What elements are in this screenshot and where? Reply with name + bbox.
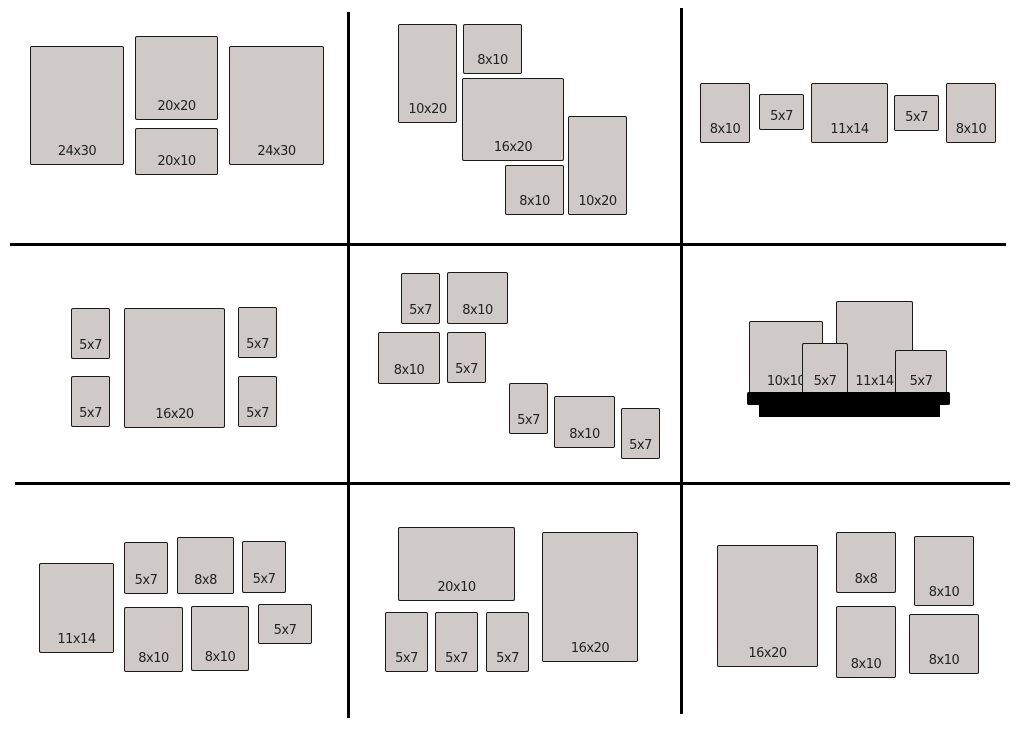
- frame-10x20: 10x20: [398, 24, 457, 123]
- frame-size-label: 8x10: [709, 122, 741, 137]
- frame-16x20: 16x20: [462, 78, 564, 161]
- frame-8x10: 8x10: [505, 165, 564, 215]
- frame-8x10: 8x10: [463, 24, 522, 74]
- divider-vertical-left: [347, 12, 350, 718]
- frame-5x7: 5x7: [71, 308, 110, 359]
- frame-size-label: 16x20: [493, 140, 533, 155]
- frame-size-label: 5x7: [909, 374, 933, 389]
- frame-11x14: 11x14: [811, 83, 888, 143]
- frame-size-label: 8x10: [462, 303, 493, 318]
- shelf-ledge: [747, 392, 950, 405]
- frame-5x7: 5x7: [802, 343, 848, 395]
- frame-8x10: 8x10: [946, 83, 996, 143]
- frame-size-label: 20x10: [437, 580, 476, 595]
- frame-size-label: 10x20: [578, 194, 617, 209]
- frame-11x14: 11x14: [39, 563, 114, 653]
- frame-8x10: 8x10: [909, 614, 979, 674]
- divider-vertical-right: [680, 8, 683, 714]
- frame-5x7: 5x7: [895, 350, 947, 395]
- frame-5x7: 5x7: [242, 541, 286, 593]
- frame-size-label: 8x10: [519, 194, 550, 209]
- frame-8x10: 8x10: [700, 83, 750, 143]
- frame-size-label: 8x10: [204, 650, 236, 665]
- frame-5x7: 5x7: [238, 307, 277, 358]
- frame-5x7: 5x7: [124, 542, 168, 594]
- frame-size-label: 8x10: [138, 651, 169, 666]
- frame-size-label: 5x7: [79, 406, 102, 421]
- frame-5x7: 5x7: [759, 94, 804, 130]
- frame-size-label: 8x8: [194, 573, 217, 588]
- frame-size-label: 5x7: [496, 651, 519, 666]
- frame-size-label: 8x10: [850, 657, 882, 672]
- frame-size-label: 5x7: [409, 303, 432, 318]
- frame-16x20: 16x20: [124, 308, 225, 428]
- frame-size-label: 24x30: [257, 144, 296, 159]
- frame-size-label: 5x7: [905, 110, 928, 125]
- frame-size-label: 8x10: [928, 653, 960, 668]
- frame-20x20: 20x20: [135, 36, 218, 120]
- frame-size-label: 11x14: [855, 374, 894, 389]
- frame-size-label: 5x7: [517, 413, 540, 428]
- frame-20x10: 20x10: [135, 128, 218, 175]
- frame-size-label: 5x7: [629, 438, 652, 453]
- frame-8x10: 8x10: [124, 607, 183, 672]
- frame-size-label: 8x10: [477, 53, 508, 68]
- frame-size-label: 11x14: [830, 122, 869, 137]
- frame-size-label: 5x7: [455, 362, 478, 377]
- frame-20x10: 20x10: [398, 527, 515, 601]
- frame-size-label: 8x10: [955, 122, 987, 137]
- frame-24x30: 24x30: [229, 46, 324, 165]
- frame-size-label: 5x7: [246, 406, 269, 421]
- frame-size-label: 5x7: [395, 651, 418, 666]
- frame-size-label: 8x8: [854, 572, 878, 587]
- frame-size-label: 10x20: [408, 102, 447, 117]
- frame-size-label: 5x7: [770, 109, 793, 124]
- divider-horizontal-bottom: [15, 482, 1010, 485]
- frame-5x7: 5x7: [621, 408, 660, 459]
- frame-5x7: 5x7: [385, 612, 428, 672]
- frame-size-label: 11x14: [57, 632, 96, 647]
- frame-5x7: 5x7: [435, 612, 478, 672]
- frame-size-label: 16x20: [748, 646, 787, 661]
- frame-8x10: 8x10: [554, 396, 615, 448]
- frame-16x20: 16x20: [542, 532, 638, 662]
- frame-size-label: 8x10: [569, 427, 600, 442]
- divider-horizontal-top: [10, 243, 1006, 246]
- frame-8x10: 8x10: [914, 536, 974, 606]
- frame-size-label: 5x7: [79, 338, 102, 353]
- frame-size-label: 16x20: [155, 407, 194, 422]
- frame-5x7: 5x7: [447, 332, 486, 383]
- frame-5x7: 5x7: [258, 604, 312, 644]
- frame-5x7: 5x7: [71, 376, 110, 427]
- frame-24x30: 24x30: [30, 46, 124, 165]
- shelf-base: [759, 403, 940, 417]
- frame-8x8: 8x8: [836, 532, 896, 593]
- frame-5x7: 5x7: [509, 383, 548, 434]
- frame-5x7: 5x7: [486, 612, 529, 672]
- frame-16x20: 16x20: [717, 545, 818, 667]
- frame-size-label: 5x7: [445, 651, 468, 666]
- frame-size-label: 20x10: [157, 154, 196, 169]
- frame-size-label: 5x7: [252, 572, 276, 587]
- frame-size-label: 8x10: [928, 585, 960, 600]
- frame-size-label: 5x7: [273, 623, 297, 638]
- frame-10x20: 10x20: [568, 116, 627, 215]
- frame-5x7: 5x7: [401, 273, 440, 324]
- frame-size-label: 8x10: [393, 363, 425, 378]
- frame-8x10: 8x10: [378, 332, 440, 384]
- frame-size-label: 16x20: [570, 641, 610, 656]
- frame-size-label: 5x7: [134, 573, 158, 588]
- frame-size-label: 5x7: [246, 337, 269, 352]
- frame-size-label: 24x30: [57, 144, 97, 159]
- frame-size-label: 20x20: [157, 99, 196, 114]
- frame-8x10: 8x10: [836, 606, 896, 678]
- frame-8x10: 8x10: [191, 606, 249, 671]
- frame-size-label: 10x10: [766, 374, 806, 389]
- frame-8x8: 8x8: [177, 537, 234, 594]
- frame-size-label: 5x7: [813, 374, 837, 389]
- frame-8x10: 8x10: [447, 272, 508, 324]
- frame-5x7: 5x7: [238, 376, 277, 427]
- frame-5x7: 5x7: [894, 95, 939, 131]
